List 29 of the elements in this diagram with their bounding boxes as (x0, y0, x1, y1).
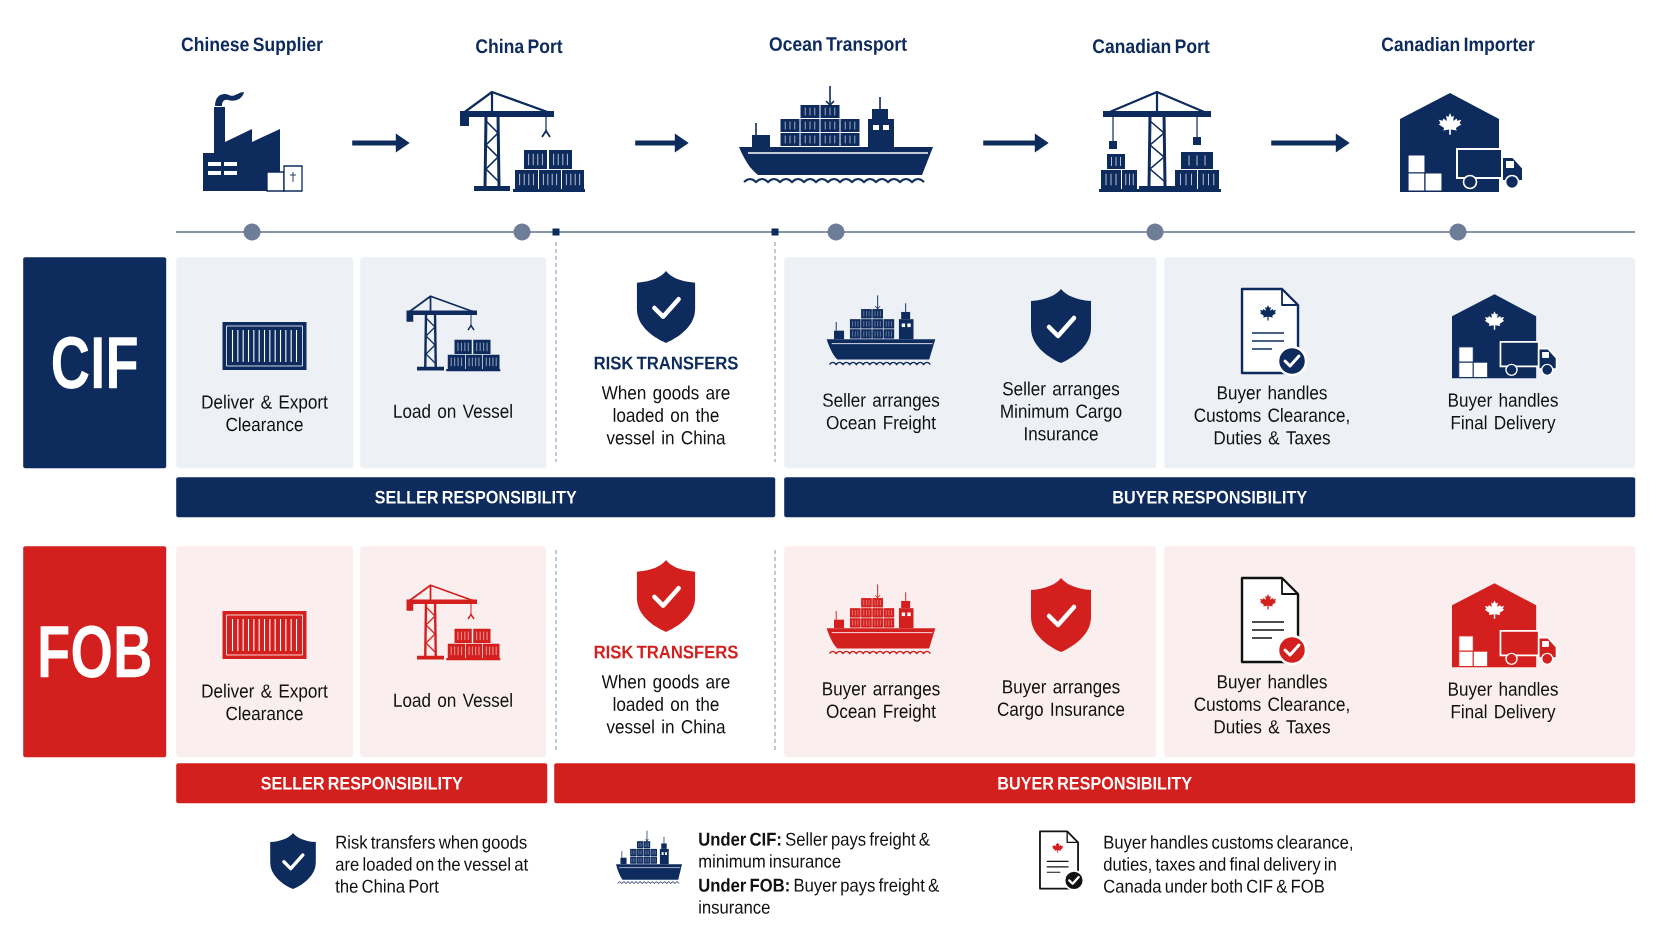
step-text: Seller arranges Minimum Cargo Insurance (1001, 381, 1122, 441)
stage-label: China Port (476, 38, 563, 54)
term-block: FOB (23, 546, 167, 758)
step-text: Buyer handles Final Delivery (1448, 392, 1558, 434)
step-text: Buyer handles Final Delivery (1448, 681, 1558, 723)
note-text: Risk transfers when goods are loaded on the vessel at the China Port (335, 835, 529, 893)
stage-label: Canadian Port (1093, 38, 1210, 54)
note-text: Buyer handles customs clearance, duties, taxes and final delivery in Canada under both CIF & FOB (1103, 835, 1352, 893)
risk-heading: RISK TRANSFERS (594, 356, 738, 370)
step-text: Seller arranges Ocean Freight (823, 392, 940, 434)
risk-text: When goods are loaded on the vessel in China (601, 674, 730, 734)
note-text: Under CIF: Seller pays freight & minimum insurance (699, 832, 930, 868)
step-card: Load on Vessel (360, 546, 547, 758)
step-text: Buyer handles Customs Clearance, Duties & Taxes (1194, 385, 1349, 445)
stage-label: Ocean Transport (769, 37, 907, 55)
responsibility-band: SELLER RESPONSIBILITY (176, 763, 548, 804)
risk-text: When goods are loaded on the vessel in China (601, 385, 730, 445)
stage-label: Canadian Importer (1381, 36, 1535, 56)
responsibility-band: SELLER RESPONSIBILITY (176, 477, 776, 518)
step-text: Buyer arranges Ocean Freight (823, 682, 940, 722)
step-text: Buyer arranges Cargo Insurance (997, 680, 1125, 720)
risk-heading: RISK TRANSFERS (594, 645, 738, 659)
note-text: Under FOB: Buyer pays freight & insurance (699, 878, 939, 914)
term-block: CIF (23, 257, 167, 469)
step-text: Buyer handles Customs Clearance, Duties & Taxes (1194, 674, 1349, 734)
step-card: Load on Vessel (360, 257, 547, 469)
responsibility-band: BUYER RESPONSIBILITY (554, 763, 1636, 804)
stage-label: Chinese Supplier (181, 36, 323, 56)
responsibility-band: BUYER RESPONSIBILITY (784, 477, 1636, 518)
